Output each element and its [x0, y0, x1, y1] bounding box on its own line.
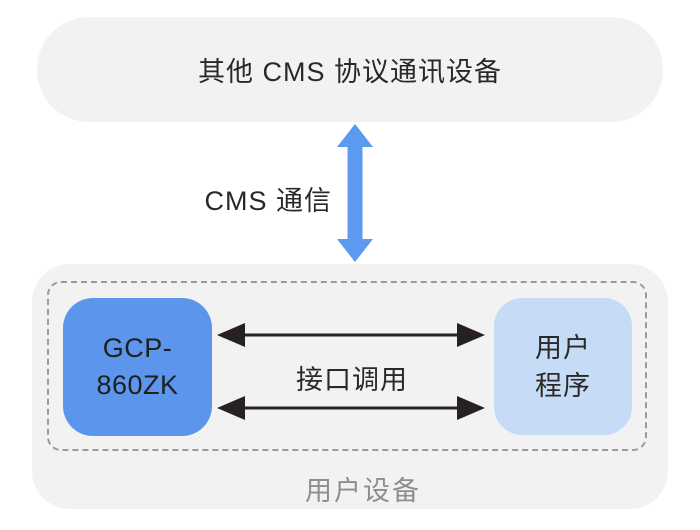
cms-double-arrow-icon	[337, 124, 373, 262]
user-device-group-label: 用户设备	[305, 476, 421, 506]
node-user-app-label-line2: 程序	[535, 370, 591, 401]
cms-link-label: CMS 通信	[204, 186, 332, 216]
node-user-app: 用户 程序	[494, 298, 632, 435]
node-gcp-860zk: GCP- 860ZK	[63, 298, 212, 436]
node-gcp-860zk-label-line2: 860ZK	[96, 370, 179, 400]
node-other-cms-devices: 其他 CMS 协议通讯设备	[37, 17, 663, 122]
interface-link-label: 接口调用	[296, 365, 408, 395]
interface-double-arrows-icon	[217, 323, 485, 420]
node-other-cms-devices-label: 其他 CMS 协议通讯设备	[197, 57, 502, 87]
device-inner-boundary	[47, 281, 647, 451]
node-gcp-860zk-label-line1: GCP-	[102, 333, 173, 363]
node-user-app-label-line1: 用户	[535, 332, 591, 363]
